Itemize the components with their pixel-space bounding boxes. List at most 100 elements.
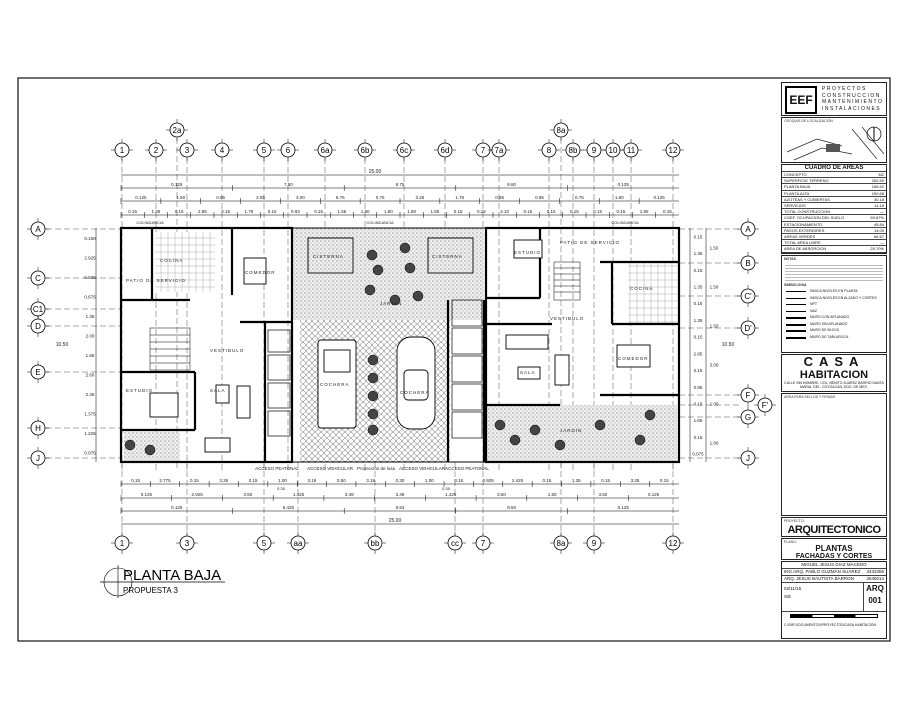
area-row: TOTAL CONSTRUCCION— bbox=[782, 209, 886, 216]
graphic-scale bbox=[790, 614, 878, 618]
scale: S/E bbox=[784, 594, 792, 599]
notes-label: NOTAS bbox=[784, 257, 796, 261]
dimension-label: 0.95 bbox=[535, 195, 544, 200]
symbol-icon bbox=[786, 330, 806, 332]
dimension-label: 2.10 bbox=[500, 209, 509, 214]
dining-table-left bbox=[243, 257, 267, 285]
dimension-label: 0.85 bbox=[694, 385, 703, 390]
cistern-left bbox=[307, 237, 354, 274]
grid-bubble-bottom: 3 bbox=[176, 532, 198, 554]
grid-label: G bbox=[745, 413, 751, 422]
dimension-label: 0.15 bbox=[694, 301, 703, 306]
grid-label: B bbox=[745, 259, 750, 268]
room-label: ESTUDIO bbox=[514, 250, 541, 255]
company-line: MANTENIMIENTO bbox=[822, 99, 884, 105]
grid-label: bb bbox=[371, 539, 380, 548]
symbol-icon bbox=[786, 317, 806, 319]
dimension-label: 1.65 bbox=[640, 209, 649, 214]
dimension-label: 1.225 bbox=[84, 431, 96, 436]
dimension-label: 0.825 bbox=[84, 275, 96, 280]
dimension-label: 3.35 bbox=[631, 478, 640, 483]
room-label: COCINA bbox=[630, 286, 654, 291]
location-label: CROQUIS DE LOCALIZACION bbox=[784, 119, 833, 123]
sofa bbox=[505, 334, 549, 350]
tree-icon bbox=[634, 434, 646, 446]
symbol-icon bbox=[786, 310, 806, 312]
grid-label: 6c bbox=[400, 146, 408, 155]
symbol-row: MURO SIN APLANADO bbox=[782, 321, 886, 328]
tree-icon bbox=[594, 419, 606, 431]
grid-bubble-bottom: cc bbox=[444, 532, 466, 554]
dimension-label: 0.125 bbox=[135, 195, 147, 200]
dimension-label: 3.00 bbox=[296, 195, 305, 200]
dimension-label: 1.425 bbox=[293, 492, 305, 497]
dimension-label: 0.30 bbox=[396, 478, 405, 483]
room-label: CISTERNA bbox=[313, 254, 344, 259]
area-row: TOTAL AREA LIBRE— bbox=[782, 240, 886, 247]
area-concept: COEF. OCUPACION DEL SUELO bbox=[784, 215, 845, 221]
dimension-label: 6.425 bbox=[283, 505, 295, 510]
symbol-label: MURO SIN APLANADO bbox=[810, 321, 848, 326]
tree-icon bbox=[144, 444, 156, 456]
grid-bubble-right: G bbox=[737, 406, 759, 428]
grid-bubble-bottom: aa bbox=[287, 532, 309, 554]
grid-bubble-top: 12 bbox=[662, 139, 684, 161]
dimension-label: 0.95 bbox=[495, 195, 504, 200]
grid-label: 2 bbox=[154, 146, 159, 155]
area-value: 59.87% bbox=[870, 215, 884, 221]
dimension-label: 1.50 bbox=[710, 285, 719, 290]
tree-icon bbox=[494, 419, 506, 431]
grid-bubble-bottom: bb bbox=[364, 532, 386, 554]
dimension-label: 0.925 bbox=[482, 478, 494, 483]
notes-text bbox=[785, 263, 883, 281]
sheet-code: ARQ bbox=[866, 584, 884, 593]
company-line: INSTALACIONES bbox=[822, 105, 882, 112]
tree-icon bbox=[389, 294, 401, 306]
dimension-label: 10.50 bbox=[722, 342, 735, 348]
dimension-label: 1.65 bbox=[430, 209, 439, 214]
area-concept: PASOS EXTERIORES bbox=[784, 227, 825, 233]
sofa bbox=[204, 437, 231, 453]
dimension-label: 0.125 bbox=[141, 492, 153, 497]
drawing-subtitle: PROPUESTA 3 bbox=[123, 586, 179, 595]
symbol-row: INDICA NIVELES EN PLANTA bbox=[782, 288, 886, 295]
grid-bubble-right: F bbox=[737, 384, 759, 406]
dimension-label: 3.49 bbox=[345, 492, 354, 497]
grid-label: 6a bbox=[321, 146, 330, 155]
dimension-label: 2.925 bbox=[191, 492, 203, 497]
room-label: SALA bbox=[520, 370, 536, 375]
credits-box: MIGUEL JESUS DIAZ MACEDO ING.ARQ. PABLO … bbox=[781, 561, 887, 639]
company-line: PROYECTOS bbox=[822, 86, 867, 92]
dimension-label: 1.50 bbox=[176, 195, 185, 200]
dimension-label: 1.50 bbox=[710, 246, 719, 251]
dimension-label: 0.93 bbox=[291, 209, 300, 214]
desk-left bbox=[149, 392, 179, 418]
dimension-label: 0.075 bbox=[692, 452, 704, 457]
grid-label: 12 bbox=[669, 539, 678, 548]
dimension-label: 1.00 bbox=[278, 478, 287, 483]
dimension-label: 0.15 bbox=[221, 209, 230, 214]
grid-label: 9 bbox=[592, 539, 597, 548]
sofa bbox=[236, 385, 251, 419]
grid-label: 8a bbox=[557, 126, 566, 135]
dimension-label: 0.15 bbox=[547, 209, 556, 214]
dimension-label: 0.95 bbox=[216, 195, 225, 200]
room-label: COCHERA bbox=[320, 382, 350, 387]
dimension-label: 0.125 bbox=[618, 505, 630, 510]
grid-bubble-top: 5 bbox=[253, 139, 275, 161]
dimension-label: 0.15 bbox=[477, 209, 486, 214]
grid-bubble-left: A bbox=[27, 218, 49, 240]
grid-label: 3 bbox=[185, 539, 190, 548]
grid-label: E bbox=[35, 368, 40, 377]
dimension-label: 8.75 bbox=[396, 182, 405, 187]
grid-bubble-right: D' bbox=[737, 317, 759, 339]
area-concept: SERVICIOS bbox=[784, 203, 806, 209]
address: CALLE SIN NOMBRE, COL. BENITO JUAREZ BAR… bbox=[784, 381, 884, 389]
dimension-label: 8.75 bbox=[336, 195, 345, 200]
kitchen-floor-right bbox=[628, 262, 678, 324]
dimension-label: 2.05 bbox=[256, 195, 265, 200]
grid-label: A bbox=[745, 225, 751, 234]
dimension-label: 7.50 bbox=[284, 182, 293, 187]
symbol-icon bbox=[786, 304, 806, 305]
